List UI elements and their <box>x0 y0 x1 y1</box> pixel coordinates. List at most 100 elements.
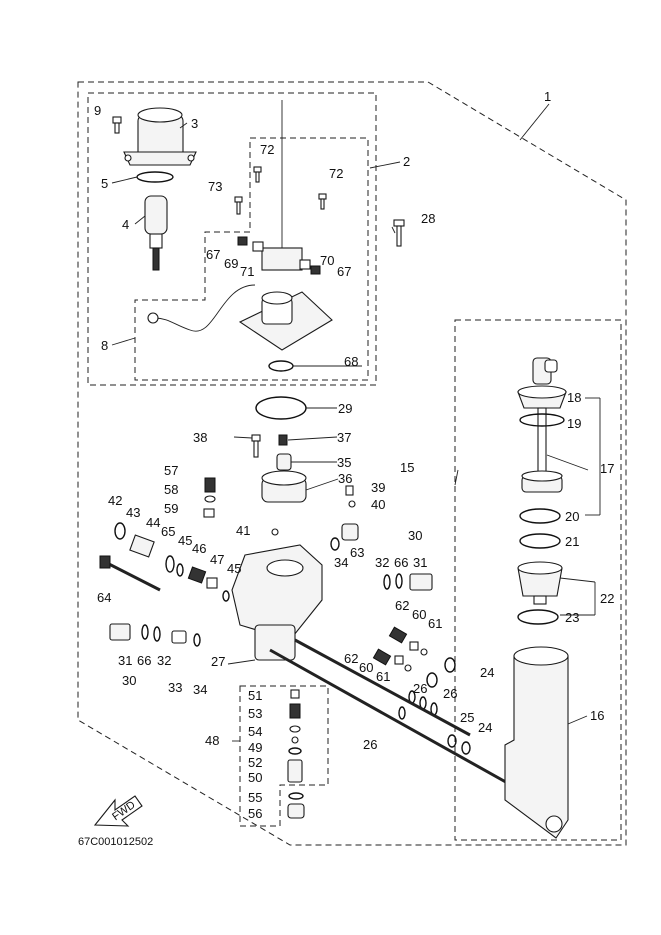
callout-26a: 26 <box>413 681 427 696</box>
callout-51: 51 <box>248 688 262 703</box>
callout-69: 69 <box>224 256 238 271</box>
callout-26b: 26 <box>443 686 457 701</box>
callout-37: 37 <box>337 430 351 445</box>
piston-part-47 <box>206 577 218 589</box>
pin-part-39 <box>345 485 354 496</box>
o-ring-part-52 <box>288 747 302 755</box>
callout-58: 58 <box>164 482 178 497</box>
spring-part-67a <box>237 236 248 246</box>
o-ring-part-21 <box>519 533 561 549</box>
callout-35: 35 <box>337 455 351 470</box>
callout-72b: 72 <box>329 166 343 181</box>
valve-part-50 <box>287 759 303 783</box>
ball-part-61b <box>404 664 412 672</box>
callout-67b: 67 <box>337 264 351 279</box>
callout-45a: 45 <box>178 533 192 548</box>
o-ring-part-34b <box>193 633 201 647</box>
callout-53: 53 <box>248 706 262 721</box>
callout-39: 39 <box>371 480 385 495</box>
callout-2: 2 <box>403 154 410 169</box>
callout-21: 21 <box>565 534 579 549</box>
callout-55: 55 <box>248 790 262 805</box>
o-ring-part-23 <box>517 609 559 625</box>
screw-part-72b <box>318 193 327 210</box>
callout-27: 27 <box>211 654 225 669</box>
screw-part-72a <box>253 166 262 183</box>
callout-36: 36 <box>338 471 352 486</box>
callout-68: 68 <box>344 354 358 369</box>
callout-22: 22 <box>600 591 614 606</box>
callout-18: 18 <box>567 390 581 405</box>
shaft-part-64 <box>99 555 161 592</box>
callout-71: 71 <box>240 264 254 279</box>
o-ring-part-24c <box>461 741 471 755</box>
motor-part-3 <box>123 107 197 166</box>
valve-part-31-right <box>409 573 433 591</box>
spring-part-67b <box>310 265 321 275</box>
callout-66b: 66 <box>137 653 151 668</box>
o-ring-part-55 <box>288 792 304 800</box>
callout-49: 49 <box>248 740 262 755</box>
seat-part-59 <box>203 508 215 518</box>
pump-body <box>231 544 323 661</box>
cylinder-part-16 <box>504 646 569 839</box>
callout-70: 70 <box>320 253 334 268</box>
gear-housing-part <box>238 291 333 351</box>
bolt-part-9 <box>112 116 122 134</box>
o-ring-part-32-right <box>383 574 391 590</box>
callout-labels: 1 2 3 4 5 8 9 15 16 17 18 19 20 21 22 23… <box>94 89 614 821</box>
boundary-valve-group-48 <box>239 685 329 827</box>
callout-30b: 30 <box>122 673 136 688</box>
pump-part-36 <box>261 470 307 503</box>
callout-8: 8 <box>101 338 108 353</box>
callout-1: 1 <box>544 89 551 104</box>
callout-65: 65 <box>161 524 175 539</box>
spring-part-62b <box>372 648 392 666</box>
wire-lead-part-8 <box>147 284 256 332</box>
o-ring-part-65 <box>165 555 175 573</box>
callout-15: 15 <box>400 460 414 475</box>
callout-29: 29 <box>338 401 352 416</box>
boundary-group-2 <box>134 137 369 381</box>
boundary-cylinder-group-15 <box>454 319 622 841</box>
o-ring-part-45a <box>176 563 184 577</box>
plug-part-56 <box>287 803 305 819</box>
leader-lines <box>111 103 601 742</box>
callout-54: 54 <box>248 724 262 739</box>
valve-part-43 <box>129 534 155 558</box>
callout-63: 63 <box>350 545 364 560</box>
callout-20: 20 <box>565 509 579 524</box>
callout-60b: 60 <box>359 660 373 675</box>
callout-28: 28 <box>421 211 435 226</box>
spring-part-46 <box>187 566 207 584</box>
o-ring-part-32-left <box>153 626 161 642</box>
callout-16: 16 <box>590 708 604 723</box>
o-ring-part-20 <box>519 508 561 524</box>
washer-part-54 <box>289 725 301 733</box>
callout-25: 25 <box>460 710 474 725</box>
cap-part-51 <box>290 689 300 699</box>
callout-62b: 62 <box>344 651 358 666</box>
ball-part-40 <box>348 500 356 508</box>
callout-32a: 32 <box>375 555 389 570</box>
callout-66a: 66 <box>394 555 408 570</box>
o-ring-part-24b <box>426 672 438 688</box>
callout-4: 4 <box>122 217 129 232</box>
sleeve-part-35 <box>276 453 292 471</box>
ball-part-49 <box>291 736 299 744</box>
callout-24a: 24 <box>480 665 494 680</box>
o-ring-part-19 <box>519 413 565 427</box>
spring-part-62a <box>388 626 408 644</box>
boundary-assembly-1 <box>77 81 627 846</box>
circlip-part-42 <box>114 522 126 540</box>
callout-23: 23 <box>565 610 579 625</box>
callout-26c: 26 <box>363 737 377 752</box>
o-ring-part-34a <box>330 537 340 551</box>
screw-part-73 <box>234 196 243 215</box>
gasket-part-29 <box>255 396 307 420</box>
o-ring-part-24a <box>444 657 456 673</box>
callout-31a: 31 <box>413 555 427 570</box>
callout-45b: 45 <box>227 561 241 576</box>
reference-code: 67C001012502 <box>78 836 153 848</box>
